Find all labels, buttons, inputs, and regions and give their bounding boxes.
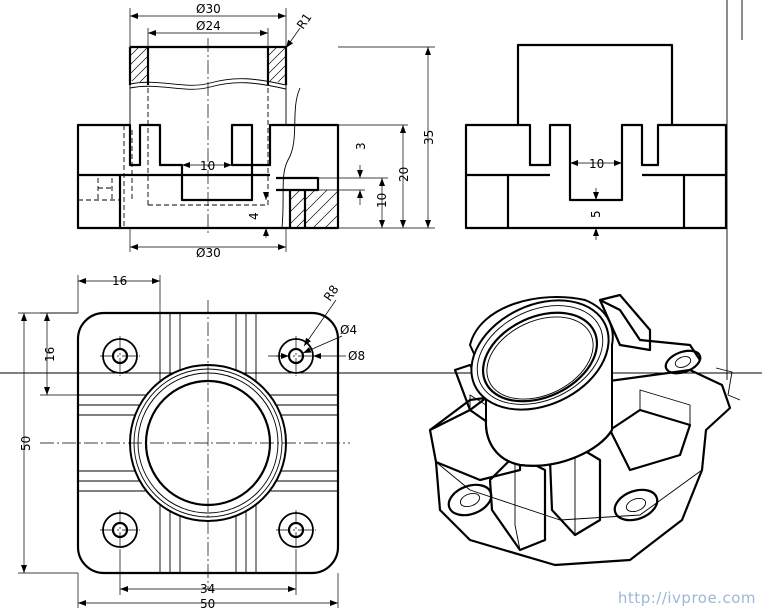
dim-d4: Ø4	[340, 323, 357, 337]
hatch-left-wall	[129, 46, 287, 83]
dim-w16: 16	[112, 274, 127, 288]
dim-r1: R1	[294, 11, 315, 32]
watermark: http://ivproe.com	[617, 589, 756, 607]
dim-h4: 4	[247, 212, 261, 220]
isometric-view	[428, 293, 741, 567]
dim-w10-side: 10	[589, 157, 604, 171]
front-view	[76, 8, 435, 252]
dim-h10: 10	[375, 193, 389, 208]
dim-d24: Ø24	[196, 19, 221, 33]
dim-r8: R8	[321, 283, 342, 304]
top-view	[18, 275, 350, 608]
top-view-labels: 16 16 50 R8 Ø4 Ø8 34 50	[19, 274, 365, 611]
construction-lines	[0, 0, 762, 380]
front-view-labels: Ø30 Ø24 R1 10 Ø30 4 3 10 20 35	[196, 2, 436, 260]
dim-d30-top: Ø30	[196, 2, 221, 16]
side-view	[464, 43, 728, 240]
dim-h35: 35	[422, 130, 436, 145]
dim-h5: 5	[589, 210, 603, 218]
dim-h20: 20	[397, 167, 411, 182]
dim-h3: 3	[354, 142, 368, 150]
dim-w10-front: 10	[200, 159, 215, 173]
hatch-base	[289, 189, 339, 229]
dim-h16: 16	[43, 347, 57, 362]
side-view-labels: 10 5	[589, 157, 604, 218]
dim-h50: 50	[19, 436, 33, 451]
dim-w34: 34	[200, 582, 215, 596]
dim-w50: 50	[200, 597, 215, 611]
dim-d8: Ø8	[348, 349, 365, 363]
dim-d30-bottom: Ø30	[196, 246, 221, 260]
